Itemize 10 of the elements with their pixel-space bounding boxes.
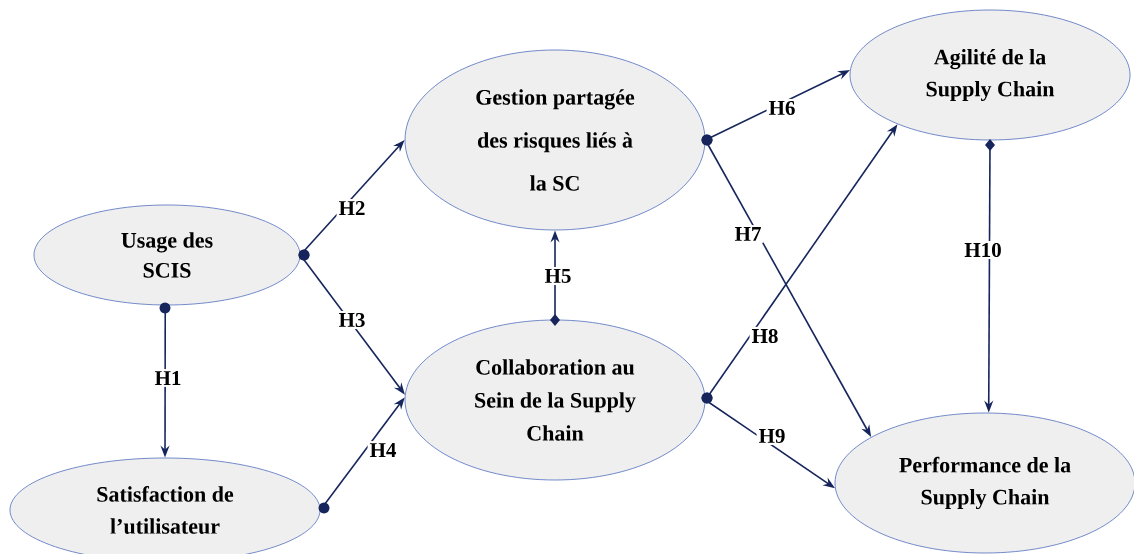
edge-label: H6 [766, 98, 798, 118]
edge-label: H5 [542, 267, 574, 285]
edge-label: H2 [336, 199, 368, 217]
edge-label: H10 [962, 240, 1004, 260]
edge-label: H7 [732, 225, 764, 243]
edge-label: H8 [749, 326, 781, 346]
edge-label: H1 [152, 369, 184, 387]
edge-label: H9 [756, 426, 788, 446]
edge-label: H4 [367, 441, 399, 459]
edge-label: H3 [336, 310, 368, 330]
